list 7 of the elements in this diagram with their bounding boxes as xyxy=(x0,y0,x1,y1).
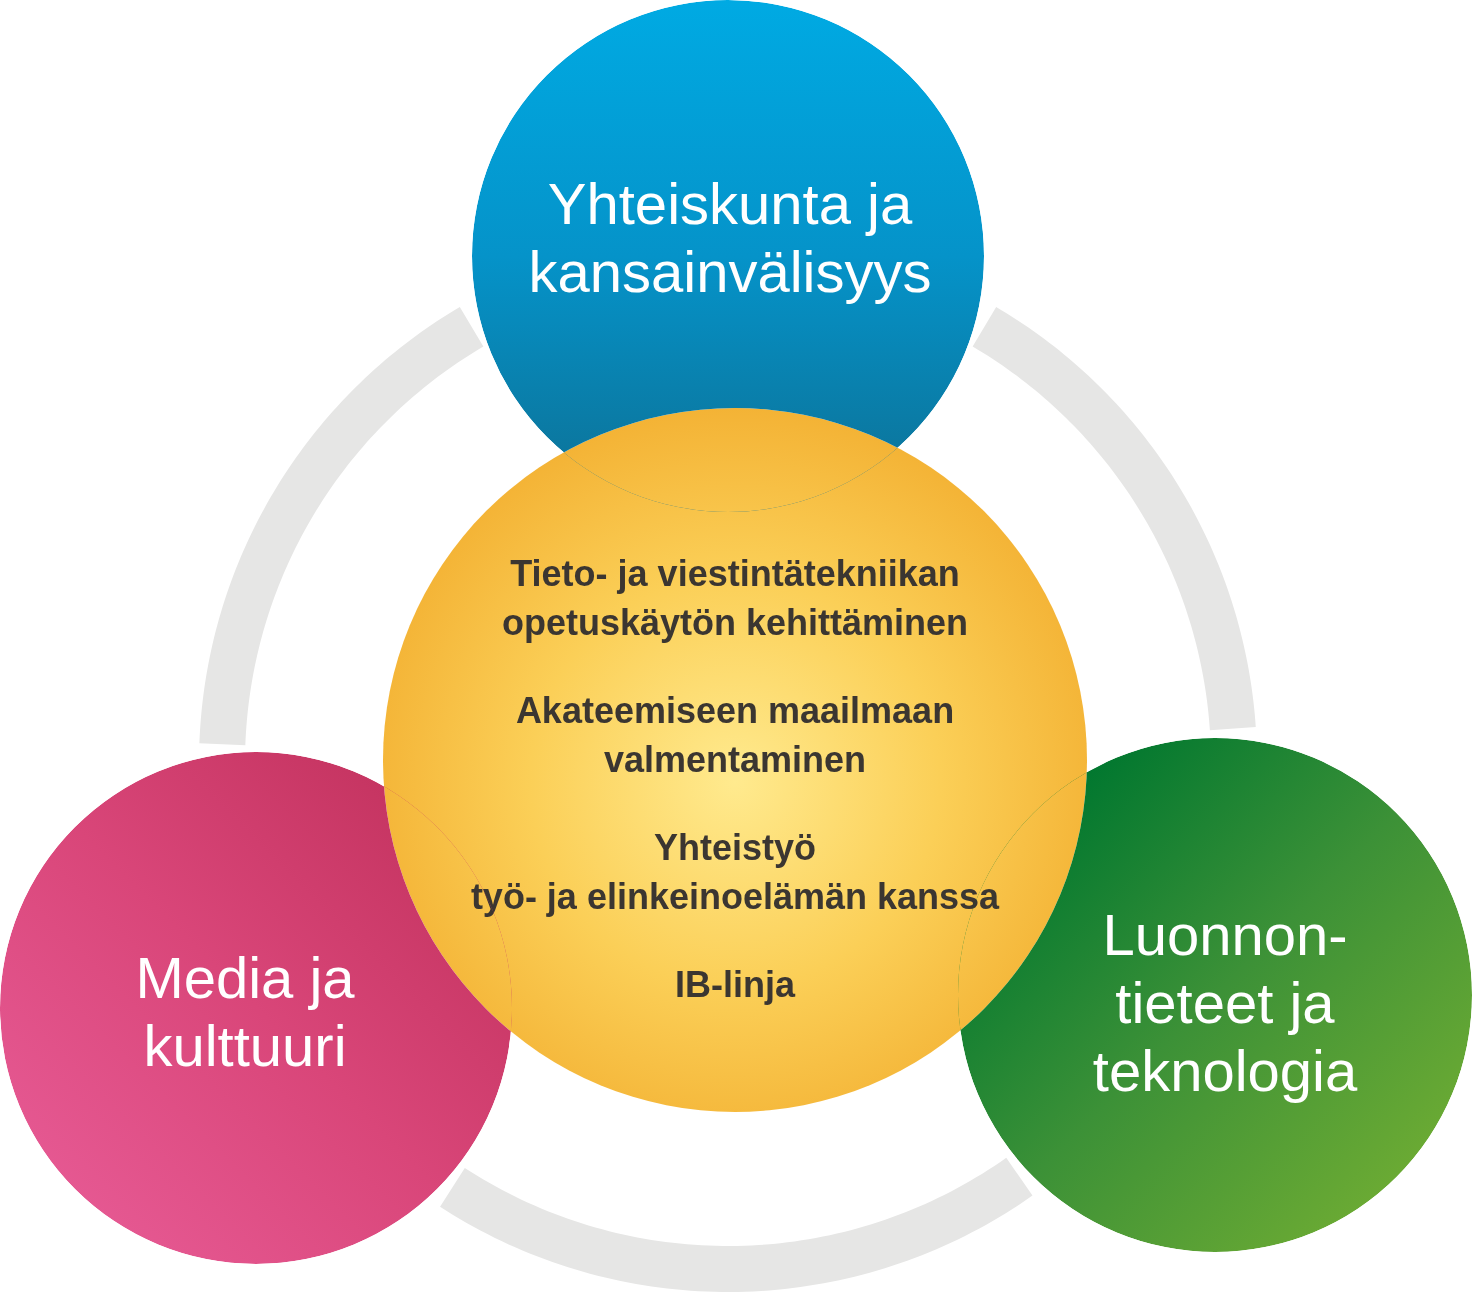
topic-title: Media ja kulttuuri xyxy=(135,944,355,1080)
topic-title: Luonnon- tieteet ja teknologia xyxy=(1092,901,1358,1105)
focus-area-text: Yhteistyö työ- ja elinkeinoelämän kanssa xyxy=(470,826,1000,919)
focus-area-text: Akateemiseen maailmaan valmentaminen xyxy=(515,689,955,782)
topic-title: Yhteiskunta ja kansainvälisyys xyxy=(528,170,932,306)
focus-area-text: IB-linja xyxy=(675,963,795,1007)
focus-area-text: Tieto- ja viestintätekniikan opetuskäytön kehittäminen xyxy=(501,552,969,645)
